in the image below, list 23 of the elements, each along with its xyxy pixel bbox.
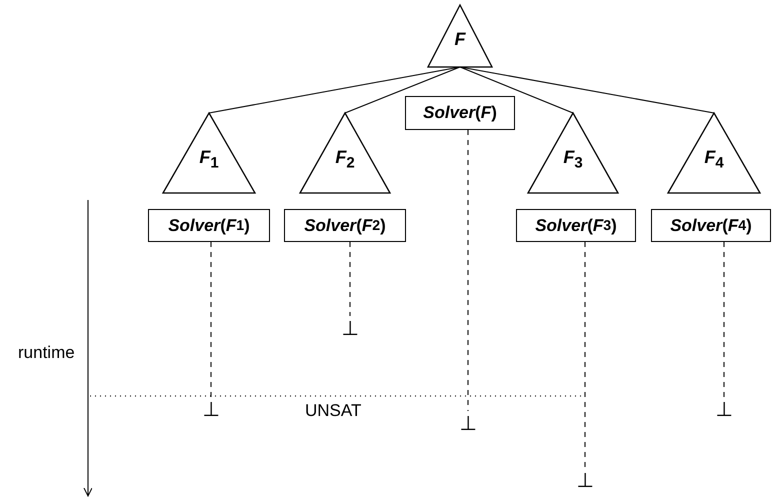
formula-triangle — [528, 113, 618, 193]
solver-box: Solver(F) — [405, 96, 515, 130]
bottom-symbol: ⊥ — [575, 472, 595, 490]
tree-edge — [344, 66, 460, 114]
formula-label: F$_{1}$ — [198, 147, 220, 172]
bottom-symbol: ⊥ — [201, 401, 221, 419]
formula-triangle — [300, 113, 390, 193]
formula-triangle — [163, 113, 255, 193]
formula-triangle — [668, 113, 760, 193]
runtime-line — [584, 242, 586, 468]
tree-edge — [460, 66, 574, 114]
runtime-line — [210, 242, 212, 398]
formula-triangle — [428, 5, 492, 67]
axis-label: runtime — [18, 343, 75, 363]
formula-label: F$_{3}$ — [562, 147, 584, 172]
tree-edge — [460, 66, 714, 114]
bottom-symbol: ⊥ — [340, 320, 360, 338]
formula-label: F$_{2}$ — [334, 147, 356, 172]
bottom-symbol: ⊥ — [714, 401, 734, 419]
formula-label: F$_{4}$ — [703, 147, 725, 172]
bottom-symbol: ⊥ — [458, 415, 478, 433]
formula-label: F — [454, 29, 467, 50]
threshold-label: UNSAT — [305, 401, 362, 421]
